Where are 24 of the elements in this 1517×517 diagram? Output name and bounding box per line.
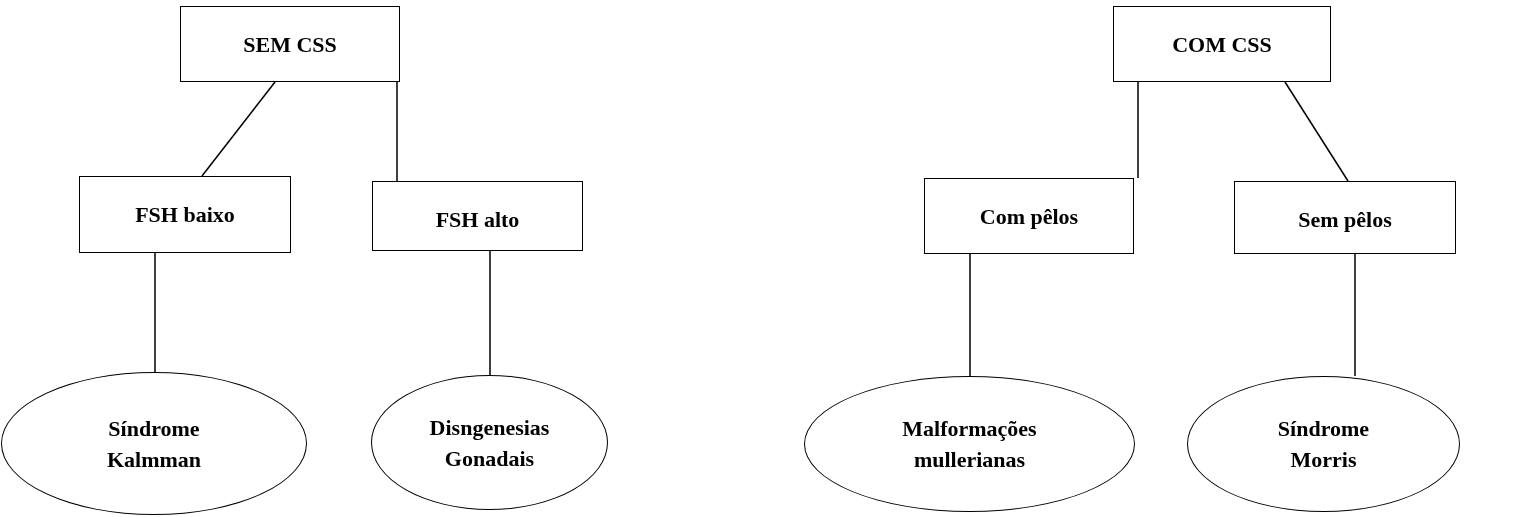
node-label: Malformações mullerianas xyxy=(901,415,1038,474)
connector-line xyxy=(489,250,491,376)
connector-line xyxy=(201,81,276,177)
node-label: Sem pêlos xyxy=(1298,206,1392,234)
category-box xyxy=(79,176,291,253)
node-label: Com pêlos xyxy=(979,203,1079,231)
node-label: FSH alto xyxy=(435,206,520,234)
node-label: Síndrome Morris xyxy=(1276,415,1371,474)
category-box xyxy=(372,181,583,251)
category-box xyxy=(924,178,1134,254)
category-box xyxy=(180,6,400,82)
connector-line xyxy=(154,252,156,373)
connector-line xyxy=(1137,81,1139,179)
node-label: Síndrome Kalmman xyxy=(105,414,203,474)
category-box xyxy=(1234,181,1456,254)
connector-line xyxy=(1284,81,1349,182)
category-box xyxy=(1113,6,1331,82)
node-label: FSH baixo xyxy=(135,201,235,229)
connector-line xyxy=(1354,253,1356,377)
node-label: SEM CSS xyxy=(243,31,337,59)
node-label: COM CSS xyxy=(1172,31,1272,59)
node-label: Disngenesias Gonadais xyxy=(428,413,551,473)
connector-line xyxy=(969,253,971,377)
connector-line xyxy=(396,81,398,182)
